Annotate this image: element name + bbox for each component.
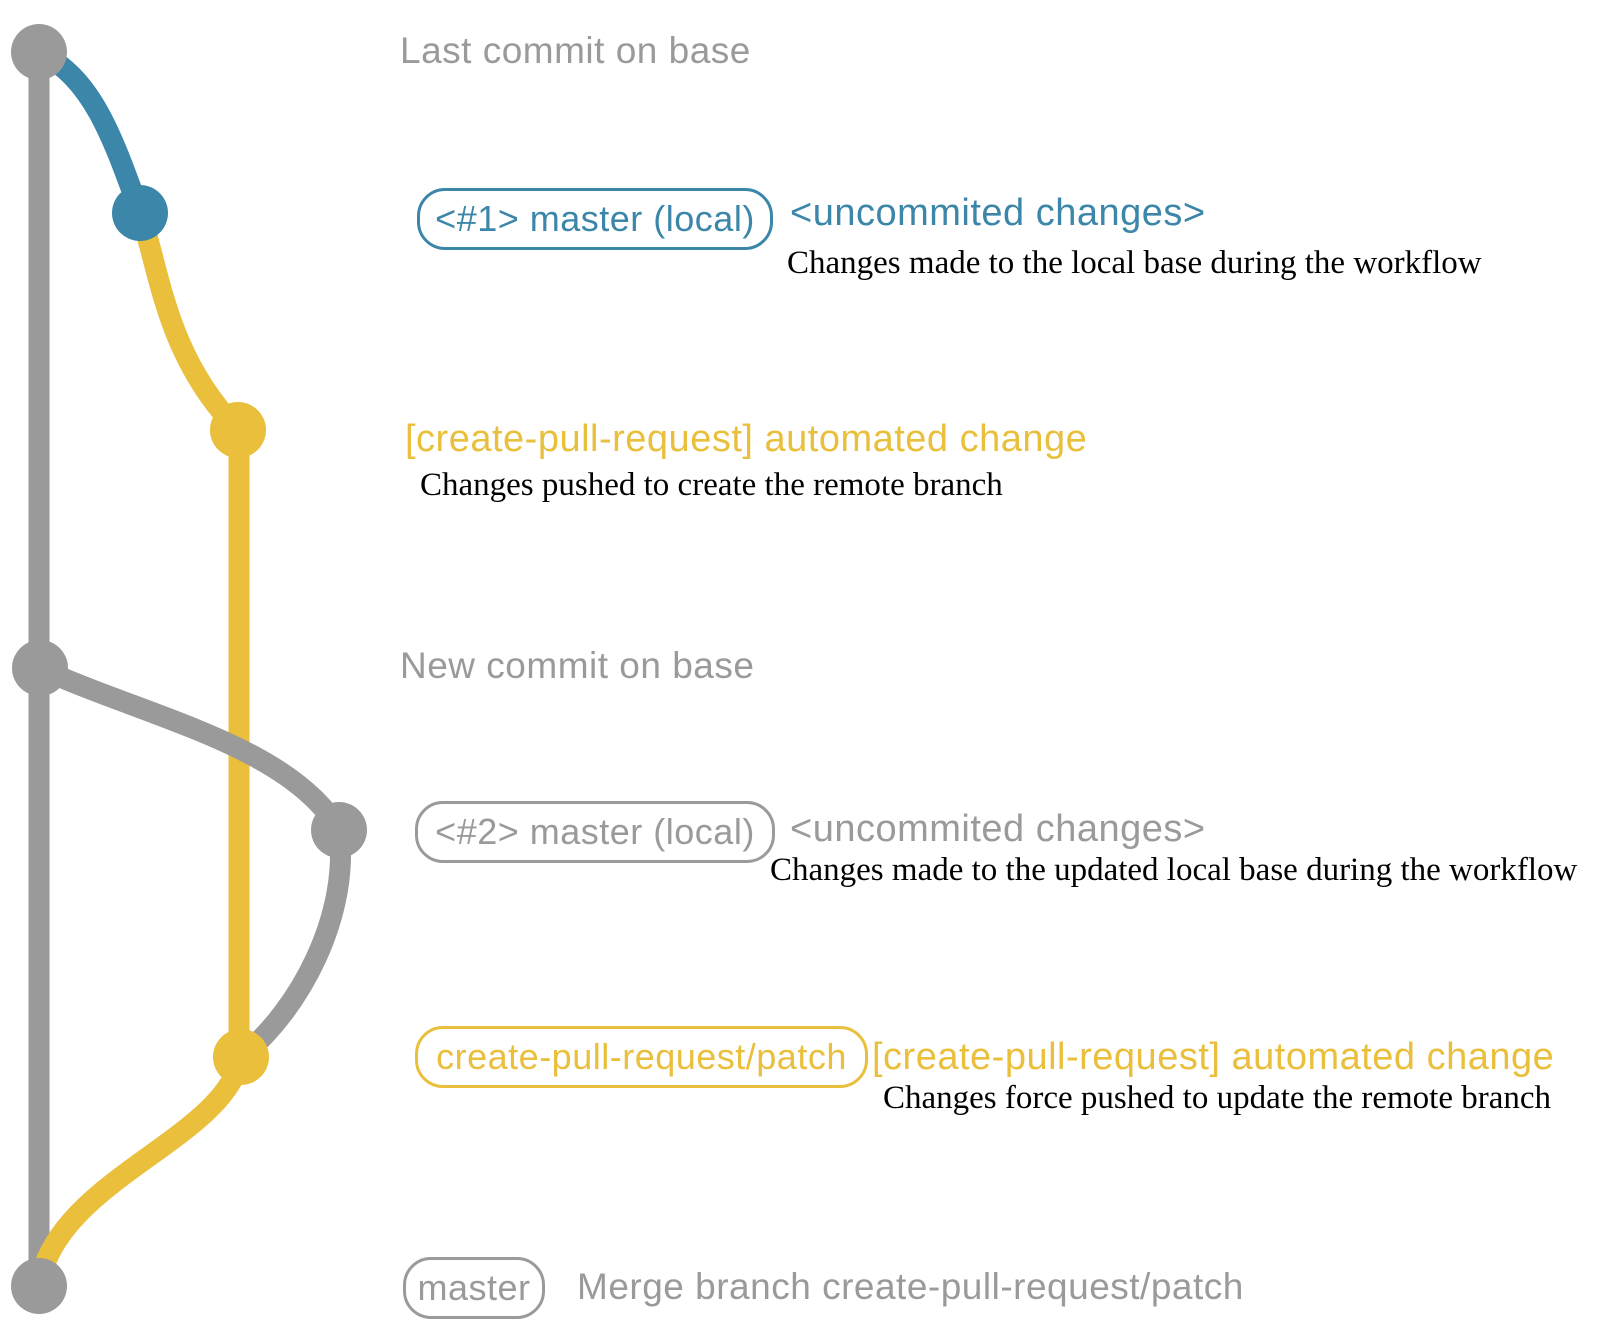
commit-node-local-work-1 xyxy=(112,185,168,241)
branch-badge-label: create-pull-request/patch xyxy=(436,1036,847,1077)
branch-badge-label: master xyxy=(417,1267,531,1308)
commit-node-patch-commit-1 xyxy=(210,402,266,458)
commit-node-base-new-commit xyxy=(12,640,68,696)
commit-message-merge: Merge branch create-pull-request/patch xyxy=(577,1266,1244,1307)
note-force-push: Changes force pushed to update the remot… xyxy=(883,1080,1552,1116)
note-local-changes-1: Changes made to the local base during th… xyxy=(787,245,1482,281)
merge-curve xyxy=(28,1046,252,1297)
note-local-changes-2: Changes made to the updated local base d… xyxy=(770,852,1578,888)
local-branch-curve-1 xyxy=(28,41,151,224)
commit-node-base-tip xyxy=(11,24,67,80)
branch-badge-master-local-1: <#1> master (local) xyxy=(417,188,773,250)
label-new-commit-on-base: New commit on base xyxy=(400,645,755,686)
force-push-curve xyxy=(230,819,351,1068)
note-push-remote: Changes pushed to create the remote bran… xyxy=(420,467,1003,503)
branch-badge-master: master xyxy=(403,1257,545,1319)
branch-badge-patch: create-pull-request/patch xyxy=(415,1026,868,1088)
label-last-commit-on-base: Last commit on base xyxy=(400,30,751,71)
graph-canvas xyxy=(11,24,367,1314)
branch-badge-label: <#2> master (local) xyxy=(435,811,755,852)
commit-node-patch-commit-2 xyxy=(213,1029,269,1085)
commit-message-uncommited-1: <uncommited changes> xyxy=(790,192,1206,234)
commit-message-automated-change-2: [create-pull-request] automated change xyxy=(872,1036,1555,1078)
patch-branch-curve-1 xyxy=(129,202,249,441)
branch-badge-master-local-2: <#2> master (local) xyxy=(415,801,775,863)
local-branch-curve-2 xyxy=(29,657,350,841)
commit-message-uncommited-2: <uncommited changes> xyxy=(790,808,1206,850)
commit-node-local-work-2 xyxy=(311,802,367,858)
commit-node-merge-commit xyxy=(11,1258,67,1314)
branch-badge-label: <#1> master (local) xyxy=(435,198,755,239)
commit-message-automated-change-1: [create-pull-request] automated change xyxy=(405,418,1088,460)
